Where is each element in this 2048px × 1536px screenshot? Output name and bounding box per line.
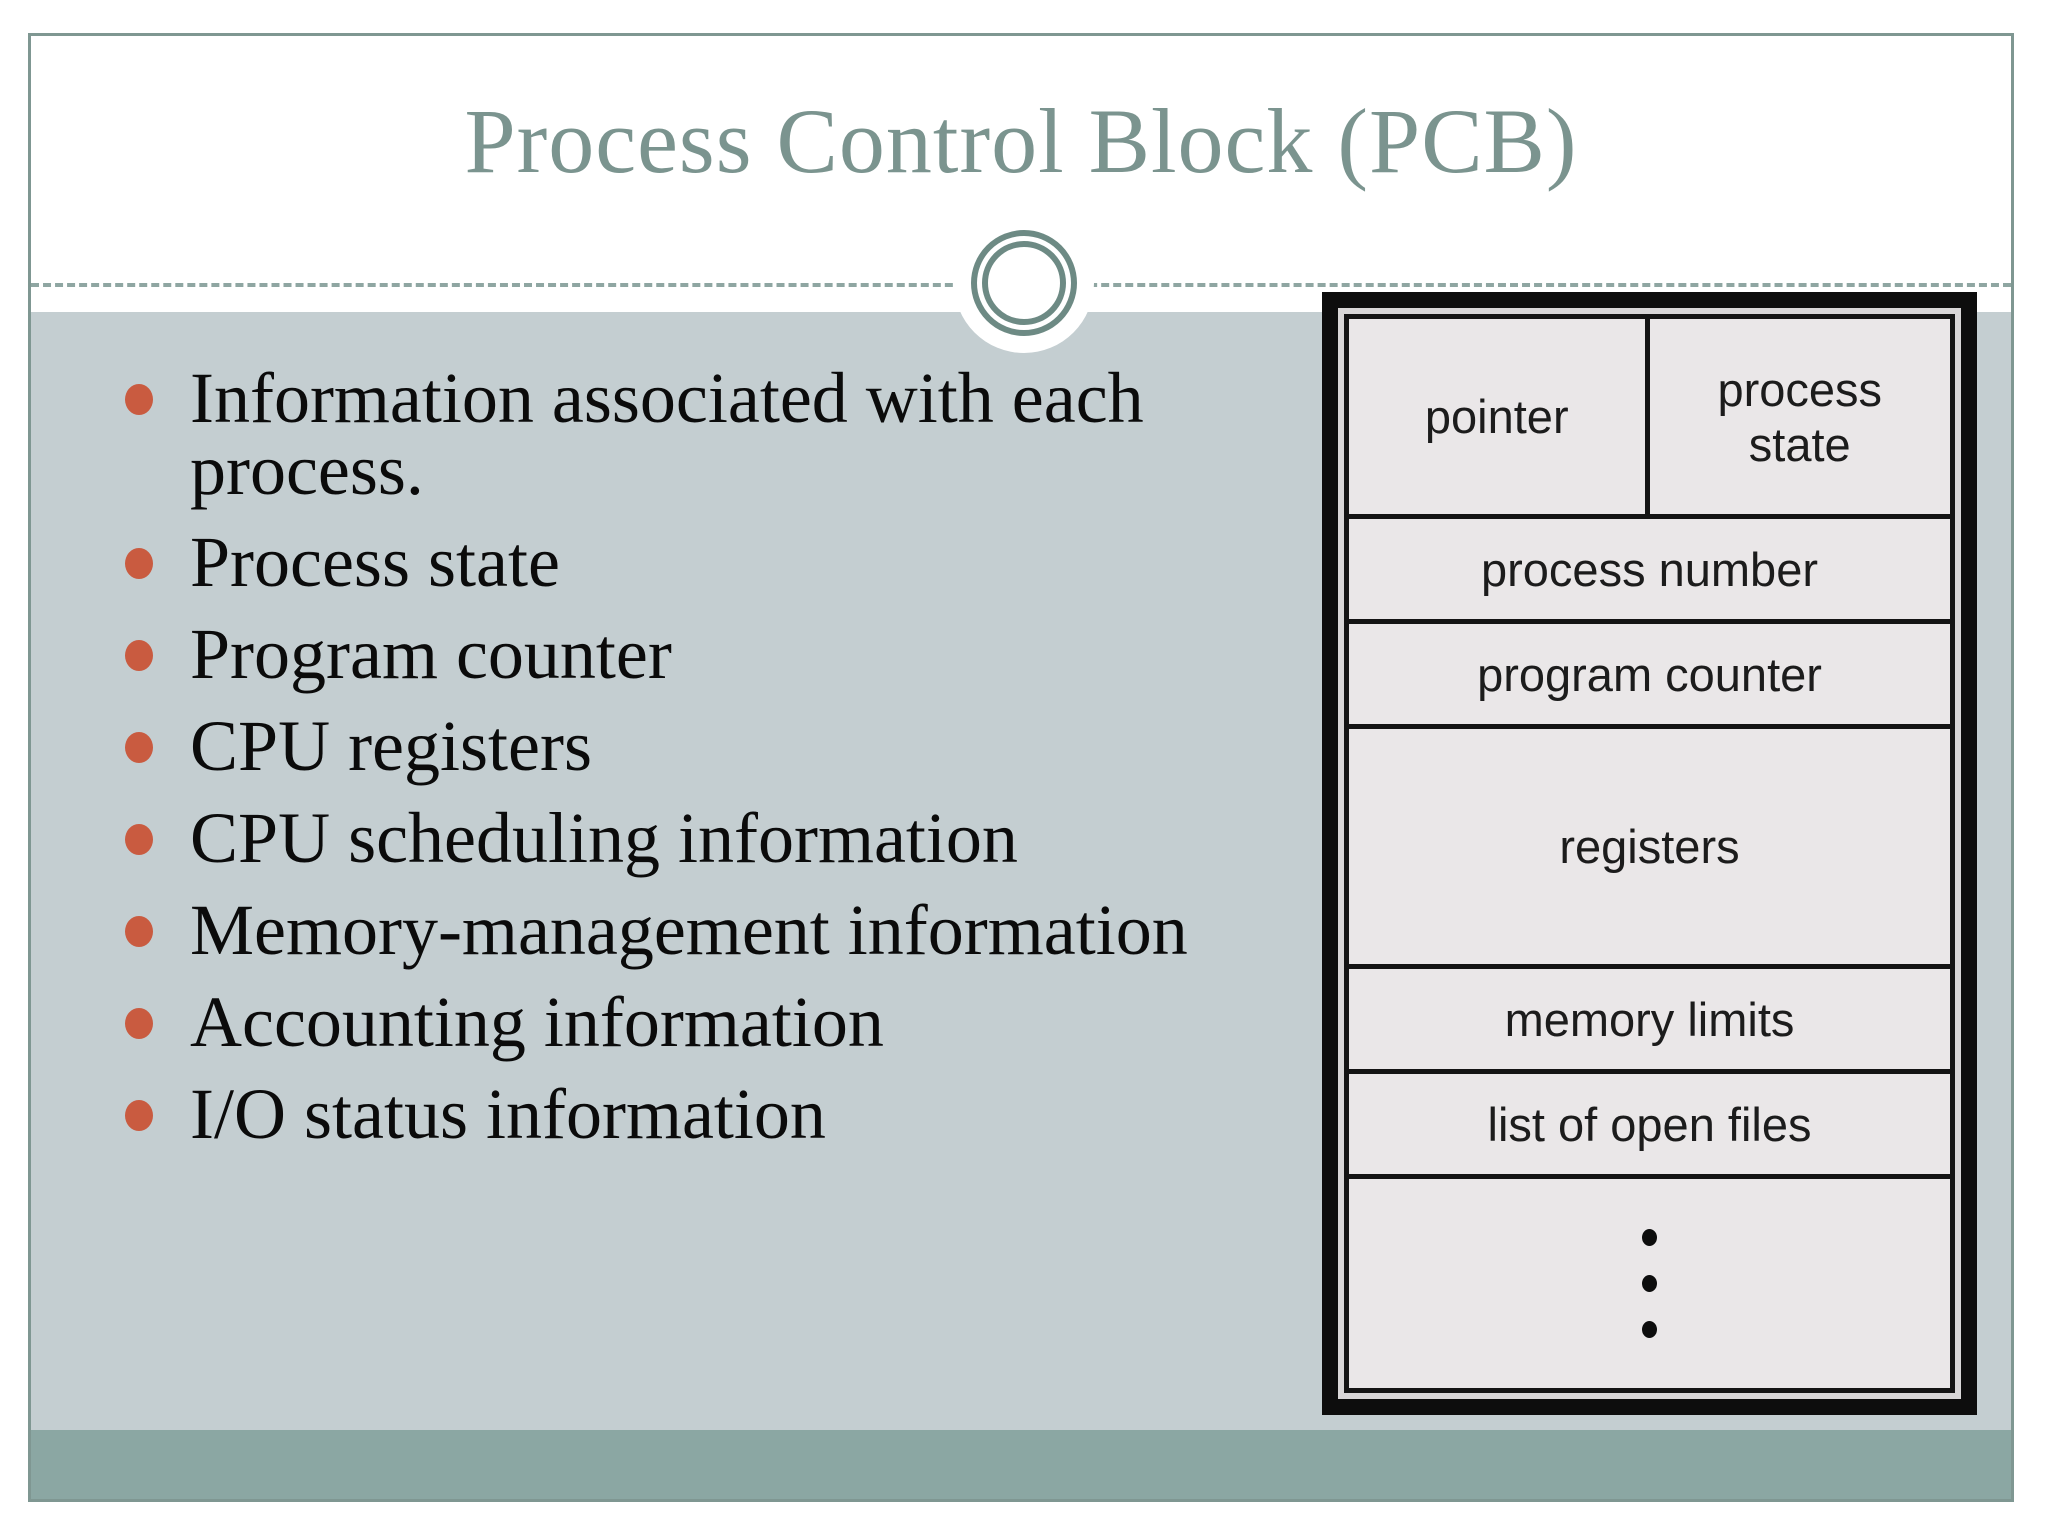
- pcb-cell-memory-limits: memory limits: [1344, 964, 1955, 1074]
- bullet-list: Information associated with each process…: [125, 362, 1355, 1170]
- bullet-dot-icon: [125, 1100, 153, 1131]
- bullet-dot-icon: [125, 824, 153, 855]
- pcb-cell-ellipsis: [1344, 1174, 1955, 1393]
- pcb-label-process-number: process number: [1481, 542, 1818, 596]
- bullet-item: Process state: [125, 526, 1355, 598]
- pcb-label-memory-limits: memory limits: [1504, 992, 1795, 1046]
- ellipsis-dot-icon: [1642, 1229, 1657, 1246]
- vertical-ellipsis-icon: [1642, 1229, 1657, 1338]
- slide-frame: Process Control Block (PCB) Information …: [28, 33, 2014, 1502]
- bullet-item: Information associated with each process…: [125, 362, 1355, 506]
- pcb-label-open-files: list of open files: [1487, 1097, 1812, 1151]
- bullet-text: Memory-management information: [190, 890, 1188, 970]
- bullet-item: I/O status information: [125, 1078, 1355, 1150]
- bullet-text: I/O status information: [190, 1074, 826, 1154]
- bullet-item: Program counter: [125, 618, 1355, 690]
- bullet-dot-icon: [125, 916, 153, 947]
- pcb-row-pointer-state: pointer process state: [1344, 314, 1955, 519]
- page-title: Process Control Block (PCB): [464, 90, 1578, 192]
- bullet-text: Program counter: [190, 614, 672, 694]
- pcb-label-registers: registers: [1559, 820, 1740, 873]
- bullet-item: CPU registers: [125, 710, 1355, 782]
- pcb-label-process-state: process state: [1717, 362, 1883, 471]
- pcb-cell-process-state: process state: [1650, 319, 1951, 514]
- ellipsis-dot-icon: [1642, 1321, 1657, 1338]
- pcb-label-pointer: pointer: [1424, 390, 1569, 443]
- pcb-cell-open-files: list of open files: [1344, 1069, 1955, 1179]
- bullet-text: Information associated with each process…: [190, 358, 1144, 510]
- ornament-inner-ring-icon: [982, 241, 1066, 325]
- ellipsis-dot-icon: [1642, 1275, 1657, 1292]
- bullet-dot-icon: [125, 732, 153, 763]
- pcb-cell-process-number: process number: [1344, 514, 1955, 624]
- bullet-dot-icon: [125, 384, 153, 415]
- footer-bar: [31, 1430, 2011, 1499]
- bullet-text: Process state: [190, 522, 560, 602]
- pcb-diagram: pointer process state process number pro…: [1322, 292, 1977, 1415]
- bullet-dot-icon: [125, 640, 153, 671]
- pcb-grid: pointer process state process number pro…: [1344, 314, 1955, 1393]
- pcb-cell-program-counter: program counter: [1344, 619, 1955, 729]
- bullet-dot-icon: [125, 548, 153, 579]
- pcb-cell-registers: registers: [1344, 724, 1955, 969]
- ornament-outer-ring-icon: [971, 230, 1077, 336]
- bullet-text: CPU scheduling information: [190, 798, 1018, 878]
- bullet-text: Accounting information: [190, 982, 884, 1062]
- bullet-item: Memory-management information: [125, 894, 1355, 966]
- bullet-item: Accounting information: [125, 986, 1355, 1058]
- pcb-label-program-counter: program counter: [1477, 647, 1822, 701]
- pcb-cell-pointer: pointer: [1349, 319, 1650, 514]
- bullet-text: CPU registers: [190, 706, 592, 786]
- bullet-item: CPU scheduling information: [125, 802, 1355, 874]
- bullet-dot-icon: [125, 1008, 153, 1039]
